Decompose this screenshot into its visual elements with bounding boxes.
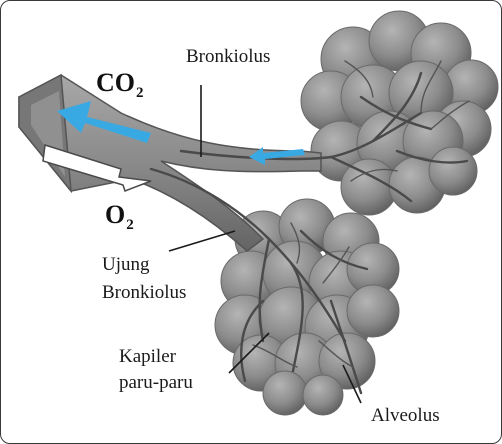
- capillary-vessels: [149, 71, 469, 395]
- co2-label: CO2: [96, 68, 144, 102]
- alveolus-label: Alveolus: [371, 405, 440, 426]
- bronkiolus-label: Bronkiolus: [186, 46, 271, 67]
- kapiler-label-line2: paru-paru: [119, 372, 193, 393]
- o2-label: O2: [105, 200, 134, 234]
- co2-small-arrow: [249, 147, 305, 165]
- kapiler-label-line1: Kapiler: [119, 346, 176, 367]
- capillary-vessels-thin: [252, 60, 470, 368]
- ujung-label-line1: Ujung: [102, 254, 150, 275]
- co2-main: CO: [96, 68, 135, 97]
- alveolus-leader: [342, 364, 362, 404]
- ujung-bronkiolus-leader: [168, 230, 236, 252]
- co2-arrow: [57, 101, 151, 143]
- kapiler-leader: [228, 332, 270, 374]
- leader-lines: [168, 85, 362, 404]
- o2-subscript: 2: [126, 217, 134, 233]
- ujung-label-line2: Bronkiolus: [102, 282, 187, 303]
- co2-subscript: 2: [136, 85, 144, 101]
- o2-main: O: [105, 200, 126, 229]
- o2-arrow: [42, 144, 152, 192]
